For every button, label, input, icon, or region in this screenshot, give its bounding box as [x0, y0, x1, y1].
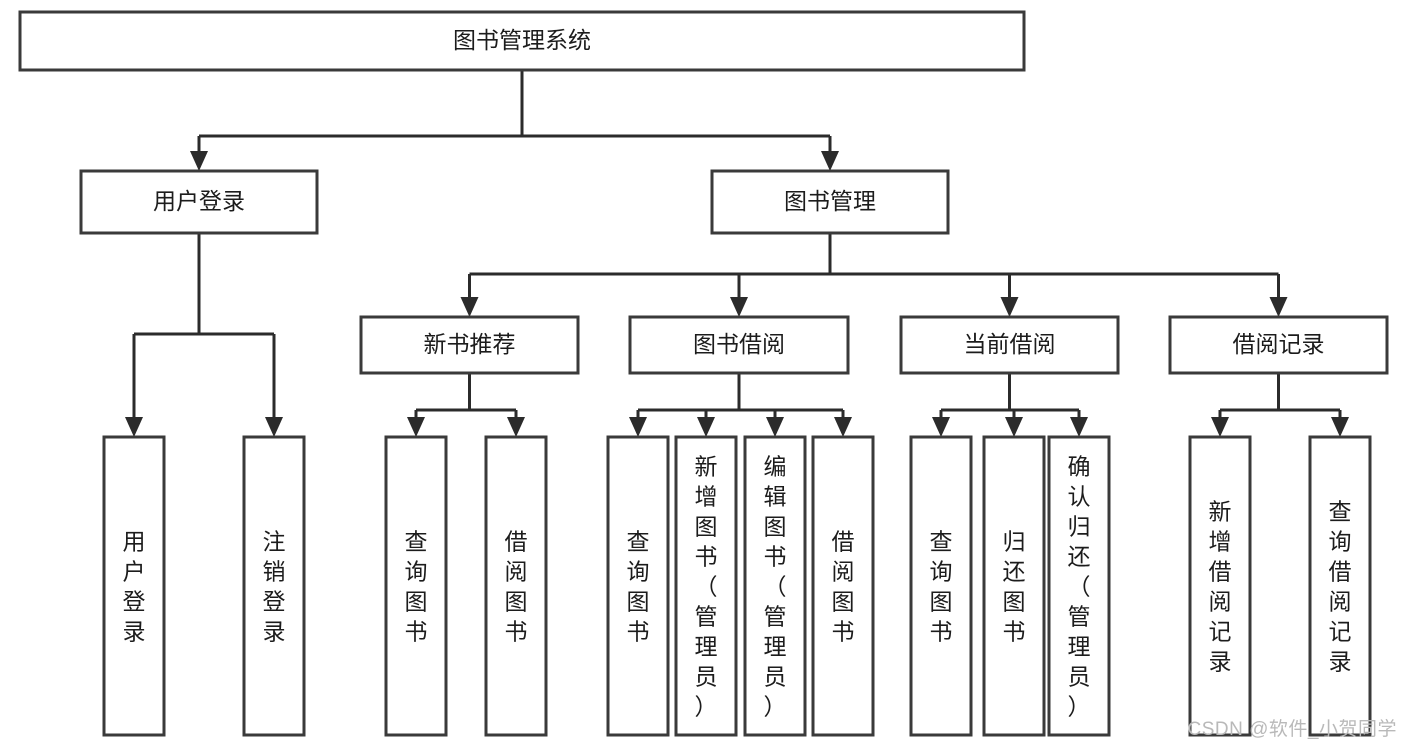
- node-leaf-leaf-borrow-book-2[interactable]: 借阅图书: [811, 435, 875, 737]
- arrow-head-icon: [265, 417, 283, 437]
- node-label: 借阅图书: [832, 528, 855, 644]
- node-box: [674, 435, 738, 737]
- node-box: [1308, 435, 1372, 737]
- arrow-head-icon: [834, 417, 852, 437]
- node-box: [102, 435, 166, 737]
- connector-layer: [125, 70, 1349, 437]
- node-box: [743, 435, 807, 737]
- arrow-head-icon: [125, 417, 143, 437]
- node-label: 借阅图书: [505, 528, 528, 644]
- arrow-head-icon: [407, 417, 425, 437]
- node-label: 新增借阅记录: [1209, 498, 1232, 674]
- node-leaf-leaf-edit-book[interactable]: 编辑图书（管理员）: [743, 435, 807, 737]
- node-root-root[interactable]: 图书管理系统: [18, 10, 1026, 72]
- node-box: [1168, 315, 1389, 375]
- node-box: [79, 169, 319, 235]
- node-leaf-leaf-query-book-2[interactable]: 查询图书: [606, 435, 670, 737]
- node-leaf-leaf-query-book-1[interactable]: 查询图书: [384, 435, 448, 737]
- node-l3-new-book-recommend[interactable]: 新书推荐: [359, 315, 580, 375]
- node-leaf-leaf-user-login[interactable]: 用户登录: [102, 435, 166, 737]
- node-label: 用户登录: [123, 528, 146, 644]
- arrow-head-icon: [766, 417, 784, 437]
- node-label: 借阅记录: [1233, 331, 1325, 357]
- node-leaf-leaf-logout[interactable]: 注销登录: [242, 435, 306, 737]
- arrow-head-icon: [460, 297, 479, 317]
- arrow-head-icon: [730, 297, 748, 317]
- node-box: [242, 435, 306, 737]
- arrow-head-icon: [932, 417, 950, 437]
- arrow-head-icon: [1005, 417, 1023, 437]
- node-box: [811, 435, 875, 737]
- arrow-head-icon: [507, 417, 525, 437]
- node-box: [628, 315, 850, 375]
- node-box: [484, 435, 548, 737]
- node-box: [18, 10, 1026, 72]
- node-leaf-leaf-query-book-3[interactable]: 查询图书: [909, 435, 973, 737]
- arrow-head-icon: [1070, 417, 1088, 437]
- node-label: 查询图书: [930, 528, 953, 644]
- node-label: 图书管理: [784, 188, 876, 214]
- node-label: 查询图书: [627, 528, 650, 644]
- node-leaf-leaf-add-record[interactable]: 新增借阅记录: [1188, 435, 1252, 737]
- csdn-watermark: CSDN @软件_小贺同学: [1187, 719, 1397, 740]
- node-leaf-leaf-add-book[interactable]: 新增图书（管理员）: [674, 435, 738, 737]
- node-l3-borrow-record[interactable]: 借阅记录: [1168, 315, 1389, 375]
- node-box: [982, 435, 1046, 737]
- arrow-head-icon: [821, 151, 839, 171]
- node-box: [899, 315, 1120, 375]
- node-layer: 图书管理系统用户登录图书管理新书推荐图书借阅当前借阅借阅记录用户登录注销登录查询…: [18, 10, 1389, 737]
- node-label: 归还图书: [1003, 528, 1026, 644]
- arrow-head-icon: [629, 417, 647, 437]
- node-label: 查询借阅记录: [1329, 498, 1352, 674]
- node-l2-user-login[interactable]: 用户登录: [79, 169, 319, 235]
- node-label: 当前借阅: [964, 331, 1056, 357]
- arrow-head-icon: [1269, 297, 1288, 317]
- node-box: [606, 435, 670, 737]
- node-leaf-leaf-query-record[interactable]: 查询借阅记录: [1308, 435, 1372, 737]
- node-box: [359, 315, 580, 375]
- node-box: [1047, 435, 1111, 737]
- node-label: 图书借阅: [693, 331, 785, 357]
- node-label: 确认归还（管理员）: [1068, 453, 1091, 719]
- node-leaf-leaf-confirm-return[interactable]: 确认归还（管理员）: [1047, 435, 1111, 737]
- node-label: 新书推荐: [424, 331, 516, 357]
- node-box: [1188, 435, 1252, 737]
- node-box: [710, 169, 950, 235]
- node-box: [384, 435, 448, 737]
- node-label: 图书管理系统: [453, 27, 591, 53]
- arrow-head-icon: [697, 417, 715, 437]
- arrow-head-icon: [1211, 417, 1229, 437]
- node-label: 查询图书: [405, 528, 428, 644]
- arrow-head-icon: [1000, 297, 1019, 317]
- node-leaf-leaf-borrow-book-1[interactable]: 借阅图书: [484, 435, 548, 737]
- node-l3-book-borrow[interactable]: 图书借阅: [628, 315, 850, 375]
- node-label: 编辑图书（管理员）: [764, 453, 787, 719]
- node-box: [909, 435, 973, 737]
- node-l2-book-manage[interactable]: 图书管理: [710, 169, 950, 235]
- node-l3-current-borrow[interactable]: 当前借阅: [899, 315, 1120, 375]
- node-leaf-leaf-return-book[interactable]: 归还图书: [982, 435, 1046, 737]
- node-label: 用户登录: [153, 188, 245, 214]
- node-label: 新增图书（管理员）: [695, 453, 718, 719]
- arrow-head-icon: [1331, 417, 1349, 437]
- node-label: 注销登录: [263, 528, 286, 644]
- arrow-head-icon: [190, 151, 208, 171]
